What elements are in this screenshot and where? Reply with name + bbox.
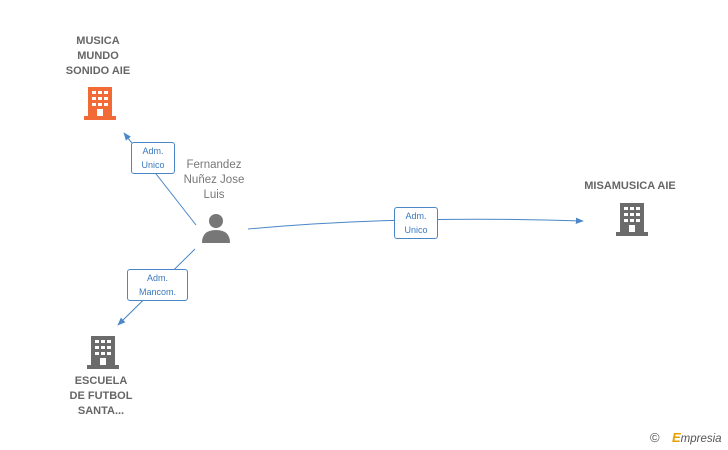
company-label-line: DE FUTBOL	[69, 390, 133, 402]
edge-label-adm-unico[interactable]: Adm. Unico	[394, 207, 438, 239]
building-icon[interactable]	[84, 84, 116, 120]
person-label-line: Fernandez	[186, 159, 242, 171]
brand-name: mpresia	[680, 433, 722, 445]
edge-label-adm-unico[interactable]: Adm. Unico	[131, 142, 175, 174]
edge-label-line: Adm.	[146, 273, 168, 283]
company-label-line: MISAMUSICA AIE	[584, 180, 676, 192]
person-icon[interactable]	[201, 213, 231, 243]
person-label[interactable]: Fernandez Nuñez Jose Luis	[166, 158, 262, 203]
company-label-misamusica[interactable]: MISAMUSICA AIE	[570, 179, 690, 194]
company-label-line: MUNDO	[77, 50, 119, 62]
person-label-line: Luis	[203, 189, 225, 201]
company-label-musica-mundo[interactable]: MUSICA MUNDO SONIDO AIE	[48, 34, 148, 79]
company-label-line: SONIDO AIE	[65, 65, 131, 77]
building-icon[interactable]	[87, 333, 119, 369]
company-label-line: MUSICA	[76, 35, 120, 47]
company-label-line: SANTA...	[77, 405, 125, 417]
edge-label-line: Unico	[141, 160, 165, 170]
copyright-symbol: ©	[650, 430, 660, 445]
company-label-line: ESCUELA	[74, 375, 128, 387]
edge-label-line: Mancom.	[138, 287, 176, 297]
company-label-escuela[interactable]: ESCUELA DE FUTBOL SANTA...	[51, 374, 151, 419]
brand-initial: E	[672, 430, 681, 445]
brand-logo[interactable]: Empresia	[672, 430, 722, 445]
person-label-line: Nuñez Jose	[183, 174, 245, 186]
edge-label-adm-mancom[interactable]: Adm. Mancom.	[127, 269, 188, 301]
building-icon[interactable]	[616, 200, 648, 236]
edge-label-line: Adm.	[405, 211, 427, 221]
edge-label-line: Adm.	[142, 146, 164, 156]
edge-label-line: Unico	[404, 225, 428, 235]
